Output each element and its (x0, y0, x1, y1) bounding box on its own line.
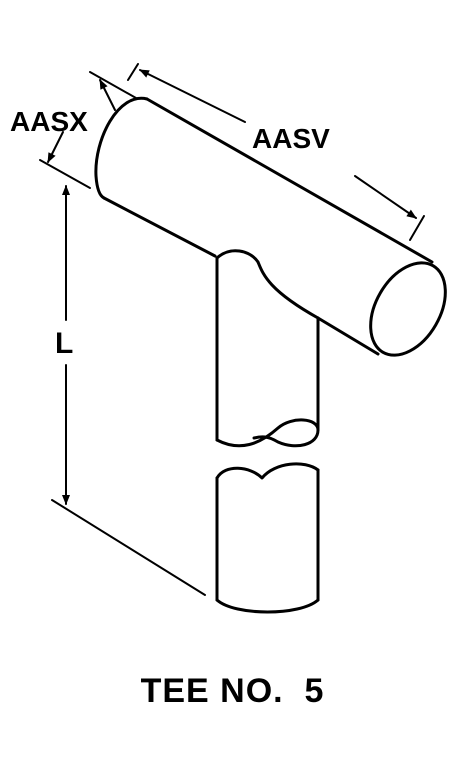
stem-length-dimension (51, 185, 206, 596)
stem-lower-break (215, 462, 320, 480)
top-length-extension-left (127, 63, 139, 81)
stem-length-label: L (55, 327, 73, 360)
top-length-arrow-left (139, 69, 246, 123)
stem-junction-curve (215, 249, 320, 320)
stem-upper-break (215, 418, 320, 448)
diameter-extension-bottom (39, 159, 91, 189)
top-length-arrow-right (354, 175, 417, 219)
top-bar-bottom-edge (102, 196, 217, 258)
stem-length-extension-bottom (51, 499, 206, 596)
diameter-arrow-bottom (47, 131, 64, 163)
top-length-dimension (127, 63, 425, 241)
stem-upper (215, 249, 320, 448)
diameter-dimension (39, 71, 137, 189)
top-bar-cylinder (94, 96, 447, 357)
drawing-title: TEE NO. 5 (140, 672, 325, 710)
stem-lower (215, 462, 320, 614)
top-length-label: AASV (252, 123, 330, 154)
diameter-label: AASX (10, 106, 88, 137)
diameter-arrow-top (99, 79, 116, 111)
top-bar-right-end (369, 261, 447, 357)
top-bar-top-edge (145, 97, 434, 264)
top-bar-bottom-edge-right (316, 316, 380, 356)
diameter-extension-top (89, 71, 137, 99)
top-length-extension-right (409, 215, 425, 241)
stem-lower-bottom (215, 598, 320, 614)
top-bar-left-end (94, 96, 149, 200)
